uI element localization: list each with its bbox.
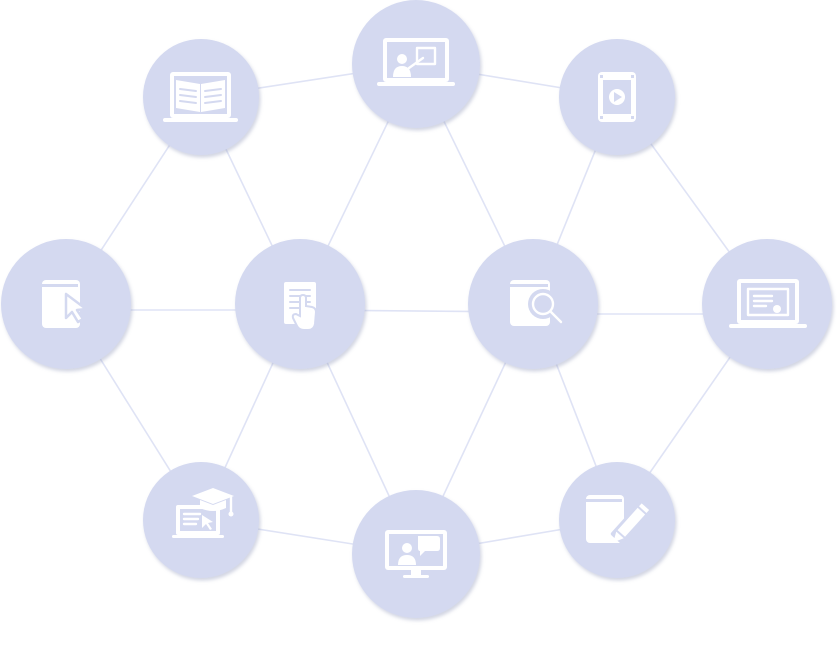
- node-search-book[interactable]: [468, 239, 598, 369]
- book-cursor-icon: [42, 280, 88, 328]
- open-book-laptop-icon: [163, 72, 238, 122]
- mobile-video-icon: [598, 72, 636, 122]
- document-touch-icon: [284, 282, 318, 331]
- node-ebook-reader[interactable]: [143, 39, 259, 155]
- node-interactive-book[interactable]: [1, 239, 131, 369]
- node-e-graduation[interactable]: [143, 462, 259, 578]
- graduation-laptop-icon: [172, 488, 234, 538]
- monitor-chat-icon: [385, 530, 447, 578]
- node-video-chat[interactable]: [352, 490, 480, 618]
- node-video-module[interactable]: [559, 39, 675, 155]
- node-book-writing[interactable]: [559, 462, 675, 578]
- presentation-laptop-icon: [377, 38, 455, 86]
- certificate-laptop-icon: [729, 279, 807, 328]
- node-online-lecture[interactable]: [352, 0, 480, 128]
- node-online-certificate[interactable]: [702, 239, 832, 369]
- book-search-icon: [510, 280, 563, 326]
- book-pencil-icon: [586, 495, 652, 544]
- node-touch-document[interactable]: [235, 239, 365, 369]
